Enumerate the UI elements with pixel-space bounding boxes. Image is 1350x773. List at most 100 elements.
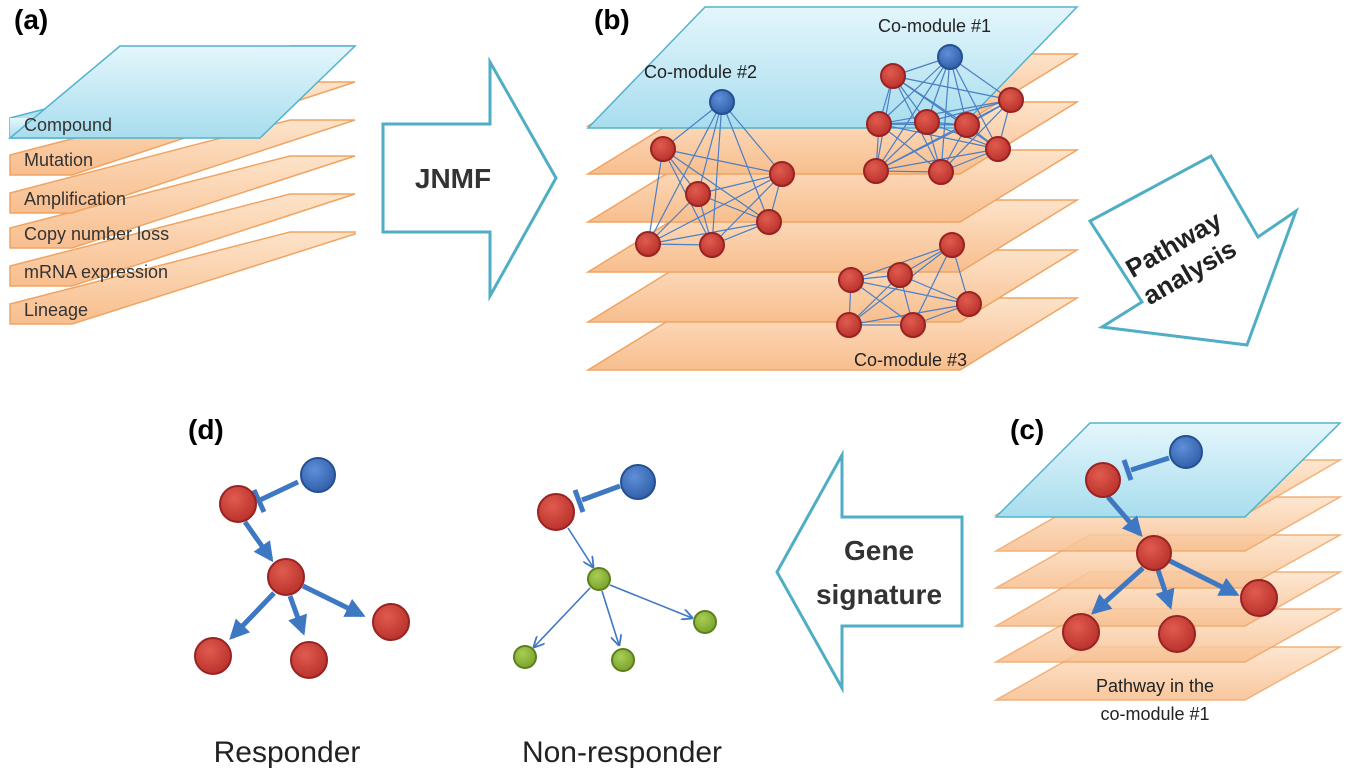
gene-node-responder-3 [194, 637, 232, 675]
co-module-2-edge [721, 101, 783, 175]
pathway-caption-line2: co-module #1 [1100, 704, 1209, 724]
co-module-3-label: Co-module #3 [854, 350, 967, 370]
compound-node-responder [300, 457, 336, 493]
jnmf-arrow: JNMF [381, 56, 558, 302]
gene-node-non-responder-5 [693, 610, 717, 634]
gene-node-non-responder-1 [537, 493, 575, 531]
co-module-1-edge [875, 124, 968, 172]
co-module-1-gene-node-7 [863, 158, 889, 184]
co-module-1-edge [940, 56, 951, 173]
co-module-2-edge [697, 173, 783, 195]
panel-a-tag: (a) [14, 4, 48, 35]
co-module-2-gene-node-5 [699, 232, 725, 258]
panel-c: (c) Pathway in the co-module #1 [993, 414, 1343, 724]
co-module-2-gene-node-4 [635, 231, 661, 257]
layer-label-amplification: Amplification [24, 189, 126, 209]
co-module-1-edge [926, 99, 1012, 123]
co-module-1-gene-node-6 [985, 136, 1011, 162]
co-module-3-edge [850, 279, 970, 305]
co-module-3-gene-node-5 [836, 312, 862, 338]
responder-network [194, 457, 410, 679]
co-module-3-gene-node-6 [900, 312, 926, 338]
gene-node-c-1 [1085, 462, 1121, 498]
co-module-1-edge [878, 99, 1012, 125]
co-module-2-label: Co-module #2 [644, 62, 757, 82]
non-responder-network [513, 464, 717, 672]
layer-stack-a [7, 45, 357, 325]
compound-node-non-responder [620, 464, 656, 500]
panel-a: (a) Compound Mutation Amplification Copy… [7, 4, 357, 325]
layer-label-lineage: Lineage [24, 300, 88, 320]
gene-node-responder-2 [267, 558, 305, 596]
gene-signature-line2: signature [816, 579, 942, 610]
co-module-3-gene-node-2 [887, 262, 913, 288]
layer-label-copy-number-loss: Copy number loss [24, 224, 169, 244]
layer-amplification [9, 119, 356, 214]
layer-mrna [9, 193, 356, 287]
co-module-1-gene-node-8 [928, 159, 954, 185]
jnmf-label: JNMF [415, 163, 491, 194]
gene-node-c-2 [1136, 535, 1172, 571]
co-module-2-gene-node-2 [685, 181, 711, 207]
co-module-1-edge [878, 56, 951, 125]
co-module-3-gene-node-1 [939, 232, 965, 258]
gene-node-non-responder-4 [611, 648, 635, 672]
layer-label-mrna-expression: mRNA expression [24, 262, 168, 282]
panel-d: (d) R [188, 414, 722, 769]
layer-stack-b [585, 6, 1080, 371]
co-module-3-edge [912, 244, 953, 326]
gene-node-responder-4 [290, 641, 328, 679]
gene-node-c-4 [1158, 615, 1196, 653]
co-module-1-edge [892, 75, 1012, 101]
co-module-1-edge [878, 123, 999, 150]
gene-node-responder-5 [372, 603, 410, 641]
network-b [635, 44, 1024, 338]
co-module-2-edge [721, 101, 770, 223]
co-module-2-edge [711, 173, 783, 246]
layer-label-compound: Compound [24, 115, 112, 135]
co-module-1-gene-node-2 [998, 87, 1024, 113]
gene-signature-arrow: Gene signature [775, 449, 964, 694]
gene-node-non-responder-2 [587, 567, 611, 591]
co-module-1-edge [878, 123, 942, 173]
layer-lineage [9, 231, 356, 325]
co-module-1-edge [949, 56, 999, 150]
non-responder-label: Non-responder [522, 736, 722, 769]
layer-cnl [9, 155, 356, 249]
gene-node-responder-1 [219, 485, 257, 523]
pathway-analysis-arrow: Pathway analysis [1087, 153, 1300, 347]
co-module-1-gene-node-1 [880, 63, 906, 89]
co-module-3-gene-node-3 [838, 267, 864, 293]
layer-label-mutation: Mutation [24, 150, 93, 170]
gene-node-c-5 [1240, 579, 1278, 617]
gene-signature-line1: Gene [844, 535, 914, 566]
panel-b-tag: (b) [594, 4, 630, 35]
co-module-2-edge [647, 148, 664, 245]
pathway-c [1062, 435, 1278, 653]
co-module-1-label: Co-module #1 [878, 16, 991, 36]
panel-c-tag: (c) [1010, 414, 1044, 445]
compound-node-c [1169, 435, 1203, 469]
co-module-2-gene-node-3 [769, 161, 795, 187]
gene-node-non-responder-3 [513, 645, 537, 669]
co-module-2-edge [647, 101, 723, 245]
co-module-1-edge [875, 56, 951, 172]
gene-node-c-3 [1062, 613, 1100, 651]
co-module-1-compound-node [937, 44, 963, 70]
co-module-1-edge [940, 99, 1012, 173]
co-module-1-gene-node-5 [954, 112, 980, 138]
responder-label: Responder [214, 736, 361, 769]
co-module-2-edge [697, 101, 723, 195]
pathway-caption-line1: Pathway in the [1096, 676, 1214, 696]
co-module-3-gene-node-4 [956, 291, 982, 317]
co-module-2-gene-node-1 [650, 136, 676, 162]
co-module-1-gene-node-4 [914, 109, 940, 135]
co-module-1-gene-node-3 [866, 111, 892, 137]
co-module-2-edge [662, 148, 783, 175]
co-module-2-gene-node-6 [756, 209, 782, 235]
co-module-2-compound-node [709, 89, 735, 115]
panel-b: (b) Co-module #2 Co-module #1 Co-module … [585, 4, 1080, 371]
panel-d-tag: (d) [188, 414, 224, 445]
co-module-2-edge [711, 101, 723, 246]
